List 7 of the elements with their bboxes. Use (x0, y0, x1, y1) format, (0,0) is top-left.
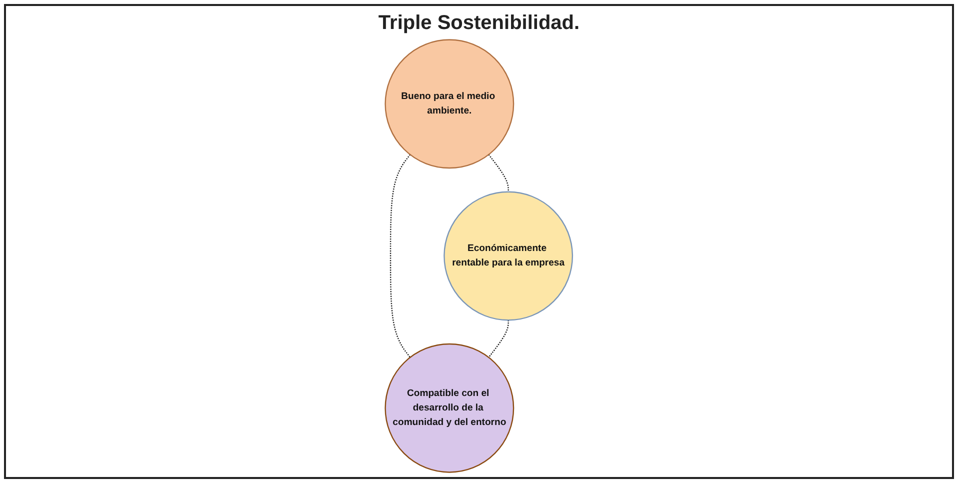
connector (488, 154, 510, 192)
connector (390, 154, 411, 358)
node-circle: Bueno para el medio ambiente. (384, 39, 514, 169)
diagram-heading: Triple Sostenibilidad. (378, 12, 580, 35)
connector (488, 320, 510, 358)
node-circle: Económicamente rentable para la empresa (444, 191, 574, 321)
node-circle: Compatible con el desarrollo de la comunidad y del entorno (384, 343, 514, 473)
